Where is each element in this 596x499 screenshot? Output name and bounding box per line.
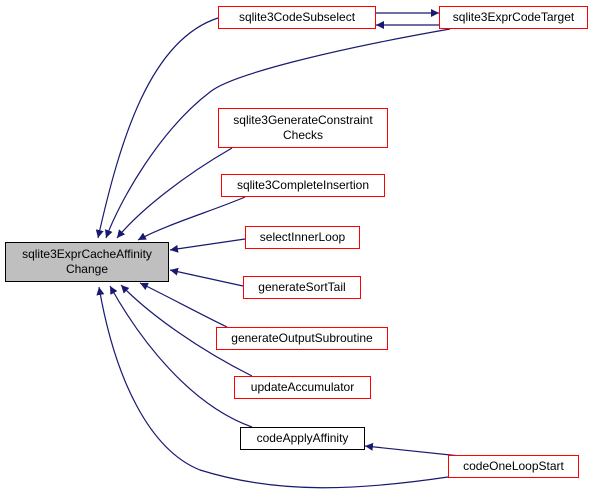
- node-code-one-loop-start[interactable]: codeOneLoopStart: [448, 455, 579, 478]
- node-sqlite3-generate-constraint-checks[interactable]: sqlite3GenerateConstraint Checks: [218, 108, 388, 148]
- node-label: generateSortTail: [258, 280, 346, 294]
- node-label: sqlite3ExprCodeTarget: [452, 10, 575, 24]
- node-label: sqlite3GenerateConstraint Checks: [233, 113, 373, 142]
- edge-expr-code-target-to-root: [105, 28, 451, 239]
- node-sqlite3-expr-cache-affinity-change: sqlite3ExprCacheAffinity Change: [5, 242, 169, 282]
- node-label: updateAccumulator: [250, 380, 355, 394]
- edge-update-accumulator-to-root: [120, 284, 253, 377]
- node-generate-sort-tail[interactable]: generateSortTail: [243, 276, 361, 299]
- node-label: sqlite3CompleteInsertion: [236, 178, 370, 192]
- node-update-accumulator[interactable]: updateAccumulator: [234, 376, 371, 399]
- node-label: codeApplyAffinity: [256, 431, 349, 445]
- node-label: generateOutputSubroutine: [231, 331, 373, 345]
- edge-select-inner-loop-to-root: [169, 238, 246, 253]
- node-label: sqlite3ExprCacheAffinity Change: [22, 247, 152, 276]
- node-label: sqlite3CodeSubselect: [238, 10, 356, 24]
- edge-generate-constraint-checks-to-root: [116, 147, 233, 239]
- edge-complete-insertion-to-root: [137, 196, 246, 241]
- node-code-apply-affinity[interactable]: codeApplyAffinity: [240, 427, 365, 450]
- edge-code-one-loop-start-to-root: [96, 286, 449, 489]
- node-sqlite3-expr-code-target[interactable]: sqlite3ExprCodeTarget: [439, 6, 588, 29]
- edge-generate-sort-tail-to-root: [169, 267, 244, 287]
- edge-code-apply-affinity-to-root: [109, 285, 253, 428]
- edge-generate-output-subroutine-to-root: [139, 282, 228, 328]
- node-sqlite3-complete-insertion[interactable]: sqlite3CompleteInsertion: [221, 174, 385, 197]
- node-generate-output-subroutine[interactable]: generateOutputSubroutine: [216, 327, 388, 350]
- edge-code-one-loop-start-to-code-apply-affinity: [364, 442, 461, 457]
- node-label: selectInnerLoop: [259, 230, 346, 244]
- node-select-inner-loop[interactable]: selectInnerLoop: [245, 226, 360, 249]
- edge-code-subselect-to-root: [95, 17, 219, 239]
- node-sqlite3-code-subselect[interactable]: sqlite3CodeSubselect: [218, 6, 376, 29]
- node-label: codeOneLoopStart: [463, 459, 564, 473]
